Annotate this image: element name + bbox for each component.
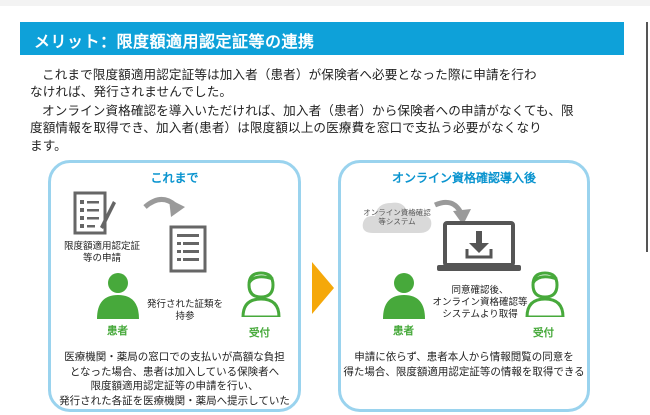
application-form-icon xyxy=(73,191,117,241)
issued-documents-label: 発行された証類を 持参 xyxy=(143,299,227,323)
banner-title: メリット：限度額適用認定証等の連携 xyxy=(34,32,315,51)
after-panel-title: オンライン資格確認導入後 xyxy=(391,171,536,185)
label-line: 同意確認後、 xyxy=(451,285,509,296)
top-edge-band xyxy=(0,0,650,6)
cloud-system-label: オンライン資格確認 等システム xyxy=(361,208,433,226)
label-line: 等システム xyxy=(378,217,416,226)
application-label: 限度額適用認定証 等の申請 xyxy=(59,241,145,265)
section-banner: メリット：限度額適用認定証等の連携 xyxy=(20,22,624,55)
receptionist-icon xyxy=(241,269,281,317)
reception-label: 受付 xyxy=(533,327,554,339)
label-line: 持参 xyxy=(175,311,195,322)
text-line: 度額情報を取得でき、加入者(患者）は限度額以上の医療費を窓口で支払う必要がなくな… xyxy=(30,120,542,136)
patient-label: 患者 xyxy=(107,325,128,337)
caption-line: 限度額適用認定証等の申請を行い、 xyxy=(90,380,259,392)
certificate-document-icon xyxy=(169,225,209,275)
text-line: オンライン資格確認を導入いただければ、加入者（患者）から保険者への申請がなくても… xyxy=(42,103,574,118)
intro-paragraph-1: これまで限度額適用認定証等は加入者（患者）が保険者へ必要となった際に申請を行わ … xyxy=(30,66,630,101)
patient-label: 患者 xyxy=(393,325,414,337)
curved-arrow-icon xyxy=(433,195,473,227)
label-line: 限度額適用認定証 xyxy=(63,241,140,252)
patient-icon xyxy=(95,271,141,319)
after-caption: 申請に依らず、患者本人から情報閲覧の同意を 得た場合、限度額適用認定証等の情報を… xyxy=(341,350,587,379)
before-panel: これまで 限度額適用認定証 等の申請 発行された証類を xyxy=(48,160,301,412)
before-caption: 医療機関・薬局の窓口での支払いが高額な負担 となった場合、患者は加入している保険… xyxy=(51,350,298,408)
transition-arrow-icon xyxy=(312,262,334,314)
receptionist-icon xyxy=(525,269,565,317)
label-line: 等の申請 xyxy=(82,253,121,264)
caption-line: となった場合、患者は加入している保険者へ xyxy=(69,365,280,378)
before-panel-title: これまで xyxy=(150,171,199,185)
text-line: なければ、発行されませんでした。 xyxy=(30,84,233,100)
reception-label: 受付 xyxy=(249,327,270,339)
label-line: システムより取得 xyxy=(442,309,518,320)
text-line: これまで限度額適用認定証等は加入者（患者）が保険者へ必要となった際に申請を行わ xyxy=(42,67,537,82)
consent-retrieval-label: 同意確認後、 オンライン資格確認等 システムより取得 xyxy=(425,285,535,321)
label-line: 発行された証類を xyxy=(146,299,223,310)
caption-line: 得た場合、限度額適用認定証等の情報を取得できる xyxy=(343,365,585,378)
cloud-icon xyxy=(359,195,435,237)
after-panel: オンライン資格確認導入後 オンライン資格確認 等システム 同意確認後、 オンライ… xyxy=(338,160,590,412)
caption-line: 医療機関・薬局の窓口での支払いが高額な負担 xyxy=(64,351,285,363)
intro-paragraph-2: オンライン資格確認を導入いただければ、加入者（患者）から保険者への申請がなくても… xyxy=(30,102,630,154)
label-line: オンライン資格確認 xyxy=(363,208,431,217)
laptop-download-icon xyxy=(437,221,521,273)
caption-line: 申請に依らず、患者本人から情報閲覧の同意を xyxy=(354,351,574,363)
patient-icon xyxy=(381,271,427,319)
curved-arrow-icon xyxy=(141,193,189,225)
caption-line: 発行された各証を医療機関・薬局へ提示していた xyxy=(59,394,290,407)
page-edge-rule xyxy=(646,22,648,252)
label-line: オンライン資格確認等 xyxy=(432,297,528,308)
text-line: ます。 xyxy=(30,137,67,153)
